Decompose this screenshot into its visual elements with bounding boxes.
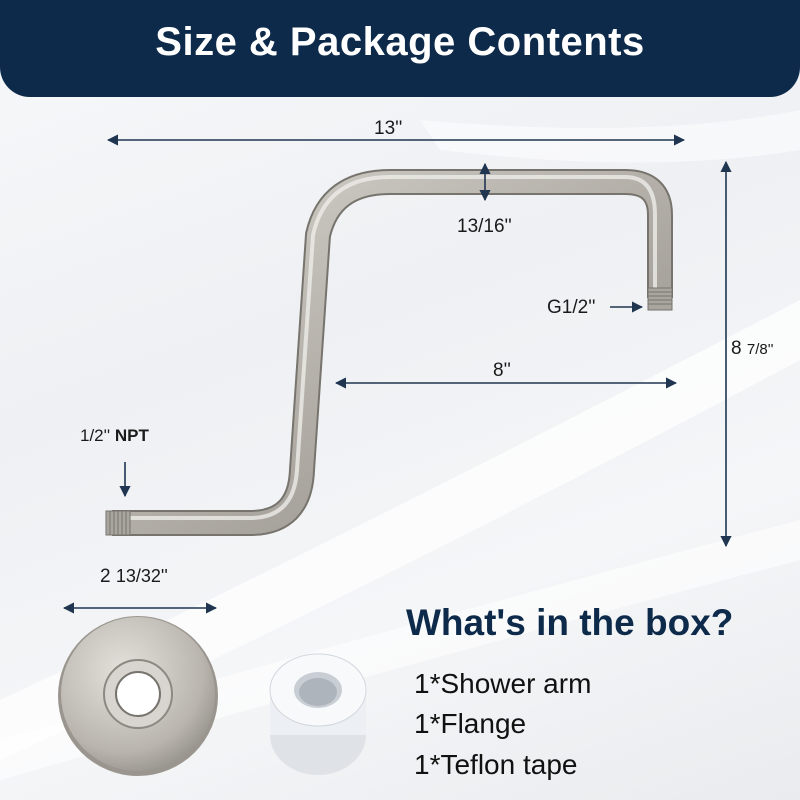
box-item-teflon-tape: 1*Teflon tape [414,749,578,780]
page-title: Size & Package Contents [155,20,645,64]
box-item-shower-arm: 1*Shower arm [414,668,592,699]
outlet-thread-label: G1/2'' [547,297,596,318]
flange-diameter-fraction: 13/32'' [115,566,168,586]
box-item-flange: 1*Flange [414,708,527,739]
flange-diameter-main: 2 [100,566,111,587]
height-label-fraction: 7/8'' [746,341,774,358]
header-banner: Size & Package Contents [0,0,800,97]
width-label: 13'' [374,118,403,139]
height-label-main: 8 [731,338,742,359]
flange-diameter-label: 2 13/32'' [100,566,168,588]
flange-image [58,616,218,776]
inlet-thread [105,510,131,536]
shower-arm-pipe [112,169,673,536]
inlet-thread-size: 1/2'' [80,426,111,445]
inlet-thread-label: 1/2'' NPT [80,426,149,446]
outlet-thread [647,287,673,311]
teflon-tape-image [269,653,367,775]
box-contents-title: What's in the box? [406,602,734,643]
inner-width-label: 8'' [493,360,511,381]
inlet-thread-type: NPT [114,426,149,445]
height-label: 8 7/8'' [731,338,773,360]
pipe-diameter-label: 13/16'' [457,216,512,237]
